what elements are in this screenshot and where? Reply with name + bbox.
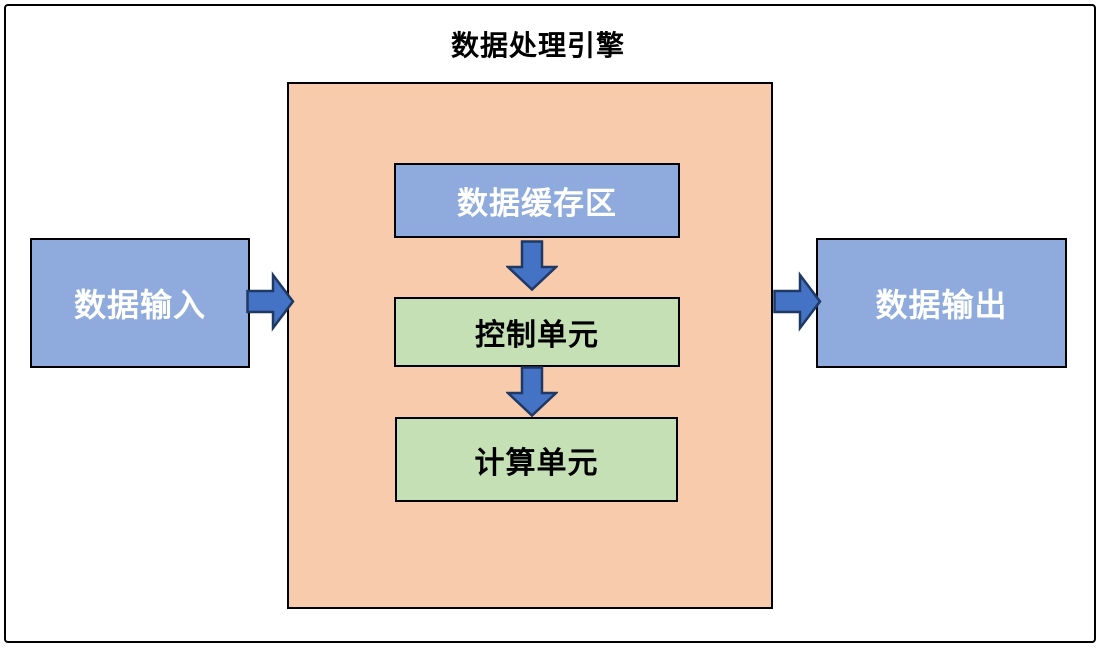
node-control-unit-label: 控制单元	[475, 319, 599, 352]
node-compute-unit-label: 计算单元	[474, 446, 599, 480]
arrow-right-shape	[246, 271, 295, 332]
arrow-right-input-to-engine-icon	[246, 271, 295, 332]
arrow-right-shape	[773, 271, 822, 332]
arrow-down-control-to-compute-icon	[506, 366, 558, 418]
arrow-right-engine-to-output-icon	[773, 271, 822, 332]
node-data-input-label: 数据输入	[73, 287, 206, 323]
node-data-output: 数据输出	[816, 238, 1067, 368]
node-data-buffer: 数据缓存区	[394, 163, 680, 238]
arrow-down-buffer-to-control-icon	[506, 240, 558, 292]
node-data-buffer-label: 数据缓存区	[457, 186, 617, 221]
arrow-down-shape	[506, 366, 558, 418]
node-data-input: 数据输入	[30, 238, 250, 368]
diagram-title: 数据处理引擎	[450, 30, 625, 61]
node-compute-unit: 计算单元	[395, 417, 678, 502]
node-control-unit: 控制单元	[394, 297, 680, 367]
node-data-output-label: 数据输出	[875, 287, 1008, 323]
arrow-down-shape	[506, 240, 558, 292]
